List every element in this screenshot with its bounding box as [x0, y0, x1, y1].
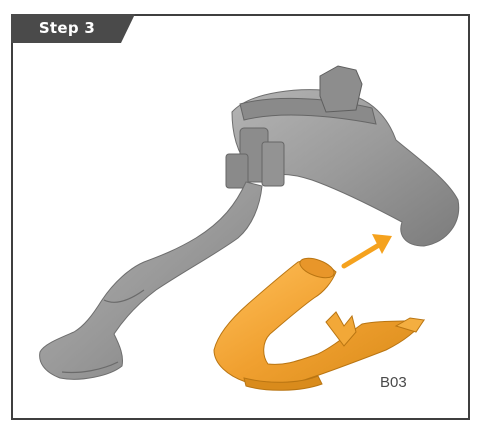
part-id-label: B03	[380, 374, 407, 391]
arrow-icon	[344, 234, 392, 266]
part-b03	[214, 254, 424, 390]
